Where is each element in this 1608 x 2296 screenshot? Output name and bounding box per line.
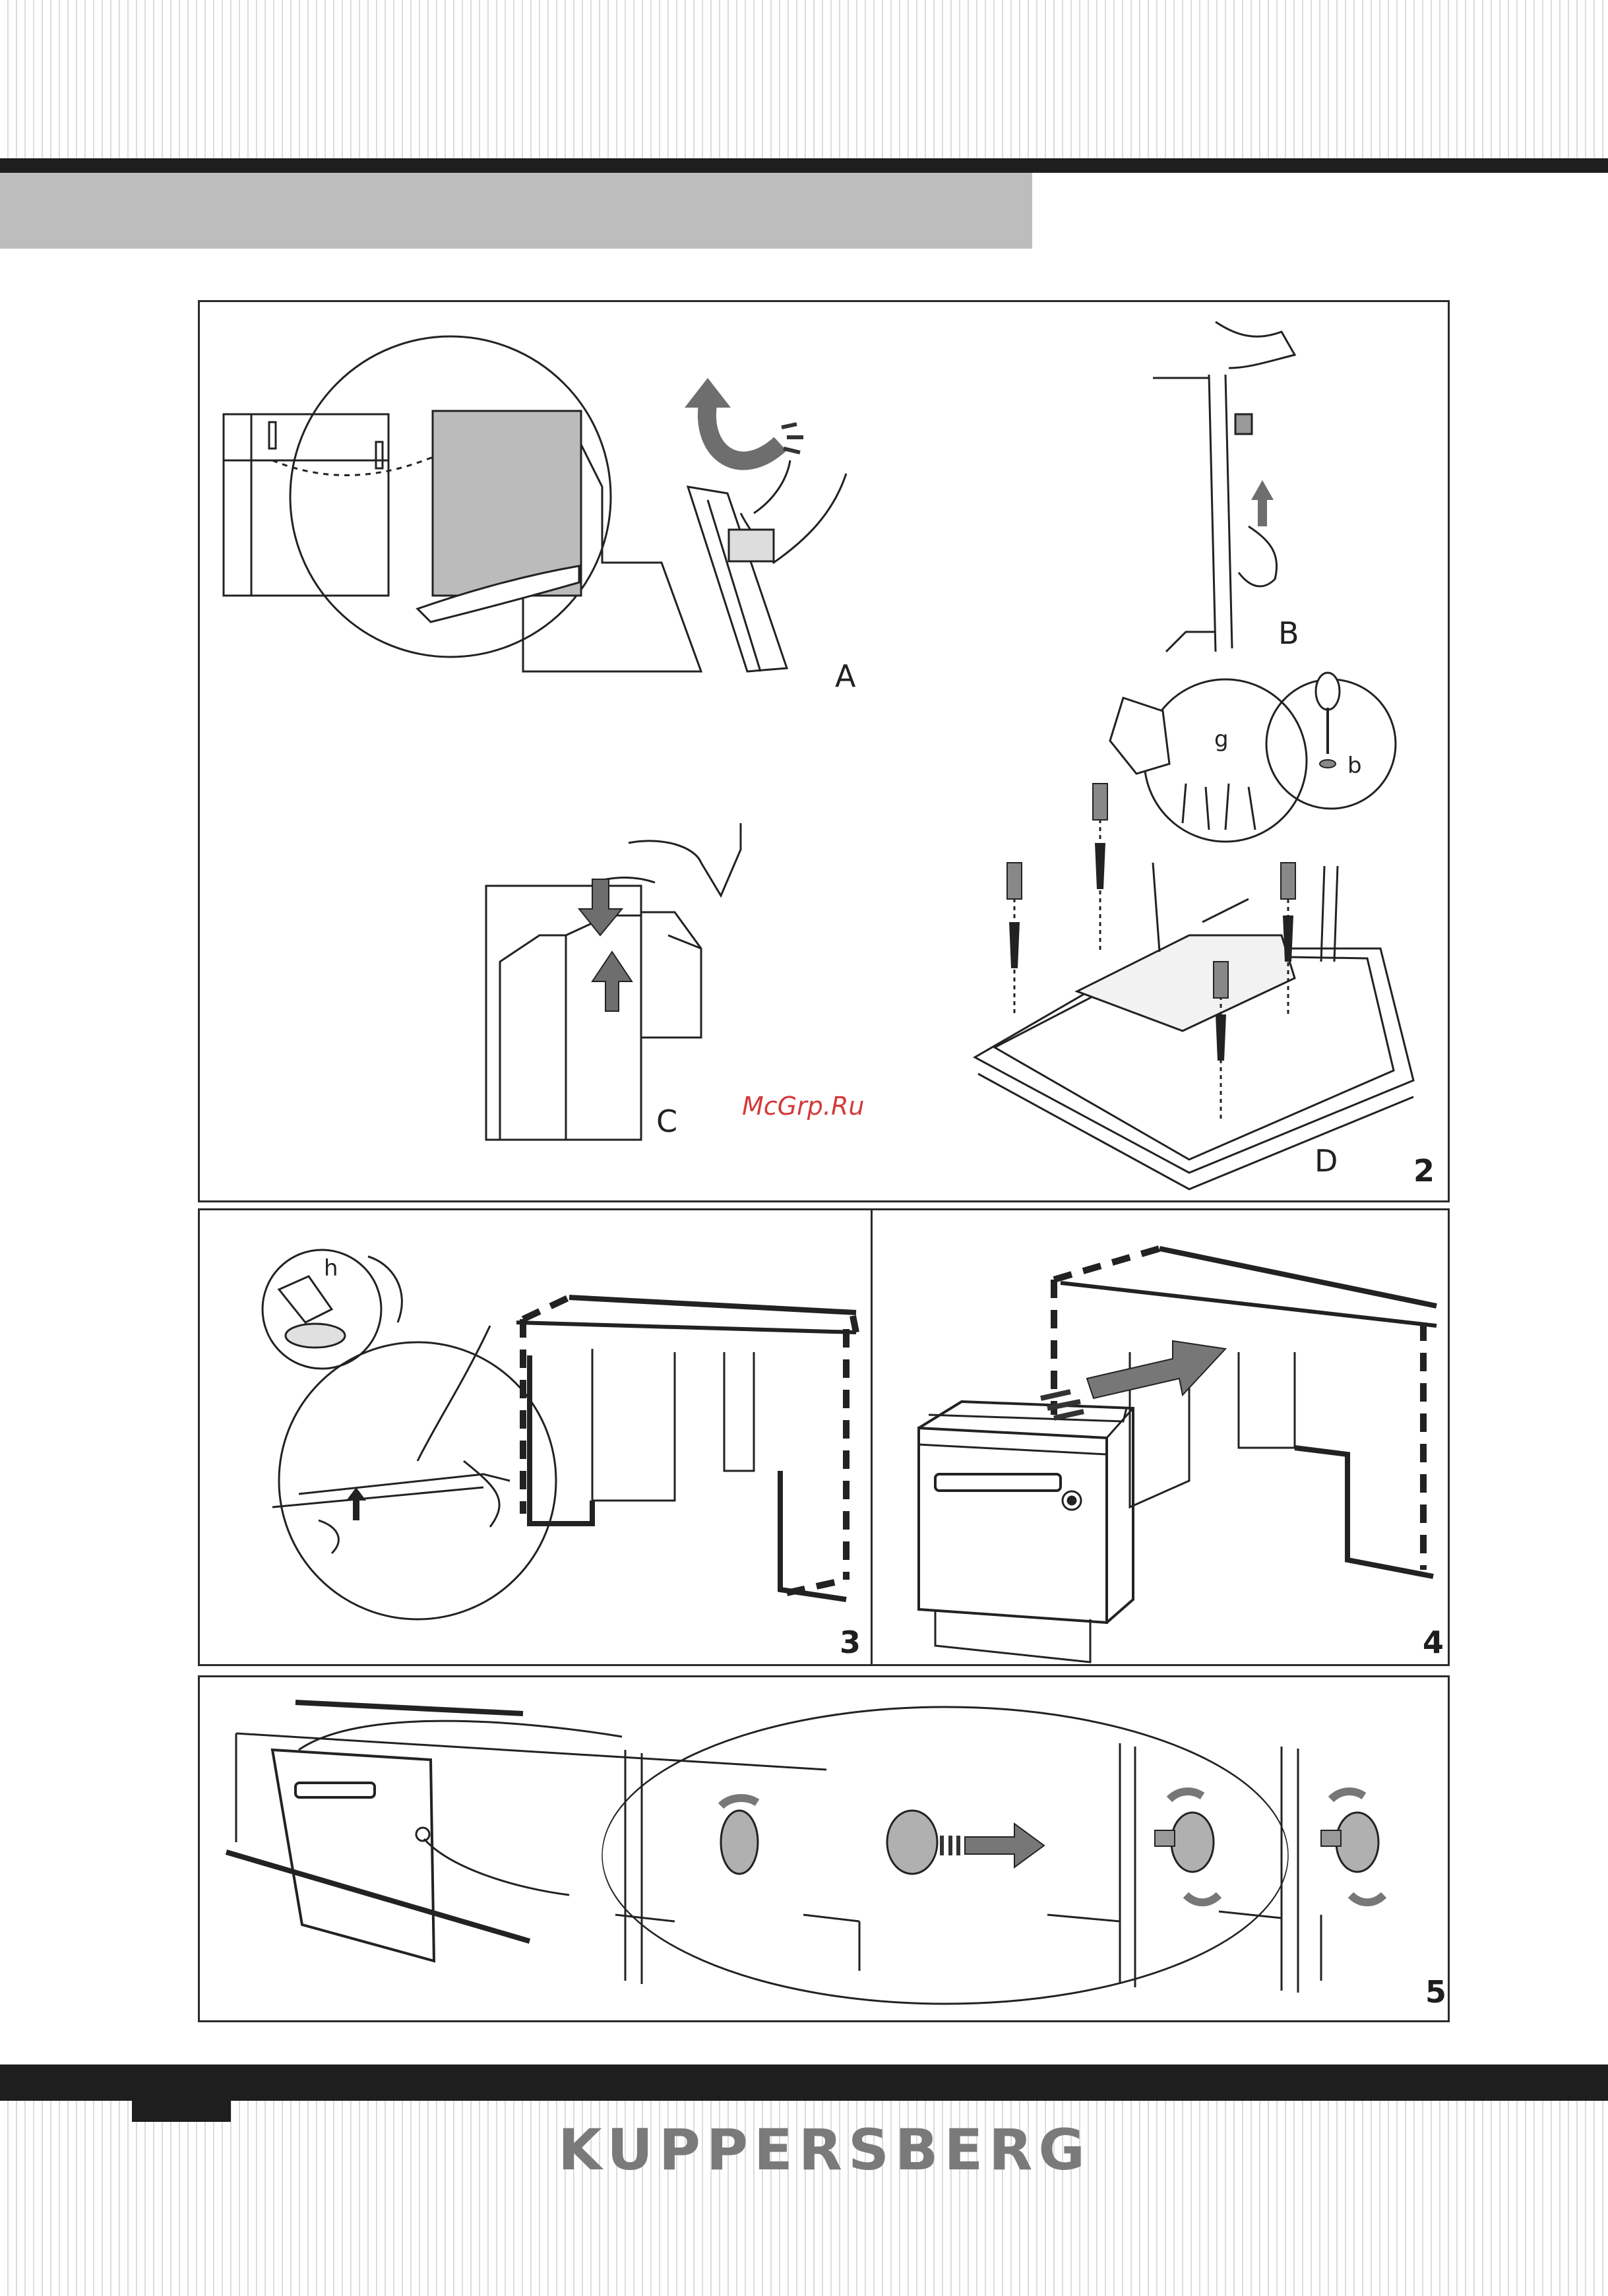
figure-2-label-g: g <box>1214 726 1229 753</box>
figure-4-number: 4 <box>1423 1625 1444 1660</box>
figure-2-illustration <box>200 302 1448 1200</box>
figure-3-label-h: h <box>324 1255 338 1282</box>
watermark-text: McGrp.Ru <box>742 1092 864 1121</box>
figure-2-number: 2 <box>1413 1153 1435 1189</box>
figure-3-panel: h 3 <box>198 1208 873 1666</box>
figure-3-number: 3 <box>840 1625 861 1660</box>
top-stripes <box>0 0 1608 158</box>
header-grey-tab <box>0 173 1032 249</box>
header-band <box>0 158 1608 173</box>
figure-2-label-d: D <box>1314 1143 1338 1179</box>
figure-5-illustration <box>200 1677 1448 2020</box>
figure-2-label-b: B <box>1278 615 1299 651</box>
figure-4-panel: 4 <box>871 1208 1450 1666</box>
figure-2-label-b-small: b <box>1347 753 1362 779</box>
footer-band <box>0 2064 1608 2101</box>
figure-2-panel: A B C D g b 2 <box>198 300 1450 1202</box>
figure-5-number: 5 <box>1425 1974 1446 2010</box>
figure-3-illustration <box>200 1210 871 1664</box>
brand-logo: KUPPERSBERG <box>0 2117 1608 2183</box>
figure-2-label-a: A <box>835 658 855 694</box>
figure-4-illustration <box>873 1210 1448 1664</box>
figure-2-label-c: C <box>656 1103 677 1139</box>
figure-5-panel: 5 <box>198 1675 1450 2022</box>
